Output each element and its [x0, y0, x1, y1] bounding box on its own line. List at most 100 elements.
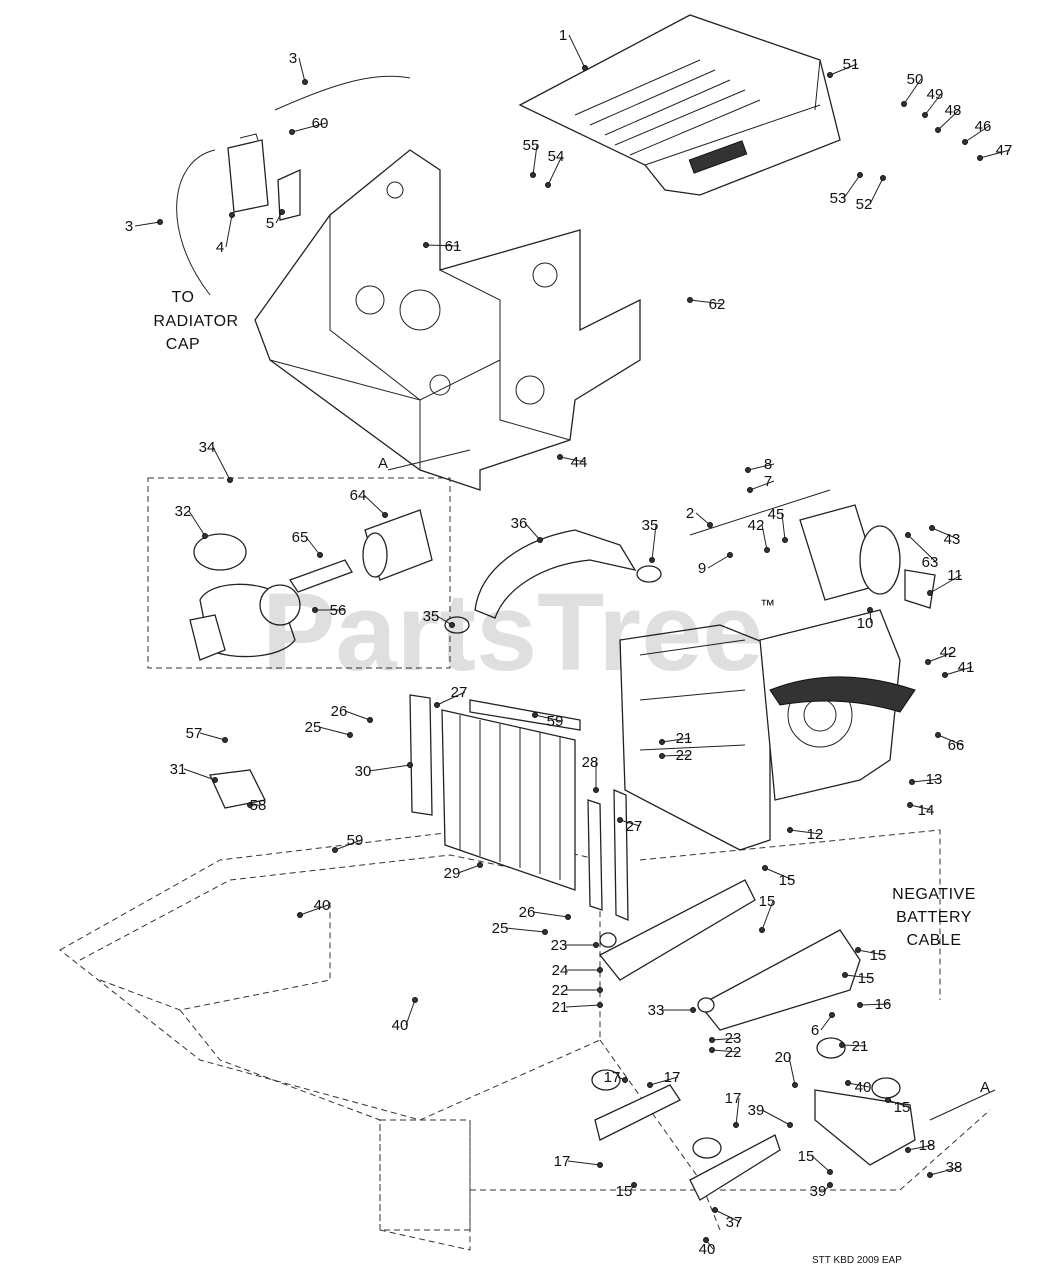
callout-target-part: [839, 1042, 845, 1048]
callout-leader: [534, 714, 562, 722]
callout-target-part: [745, 467, 751, 473]
callout-leader: [841, 1044, 867, 1047]
callout-number: 25: [492, 920, 509, 937]
callout-target-part: [367, 717, 373, 723]
callout-target-part: [962, 139, 968, 145]
callout-target-part: [690, 1007, 696, 1013]
callout-leader: [532, 144, 538, 176]
callout-target-part: [279, 209, 285, 215]
callout-leader: [134, 221, 161, 227]
callout-leader: [929, 1166, 961, 1176]
callout-leader: [781, 513, 786, 541]
callout-leader: [368, 764, 411, 772]
callout-number: 55: [523, 137, 540, 154]
callout-target-part: [659, 753, 665, 759]
callout-number: 44: [571, 454, 588, 471]
callout-number: 15: [870, 947, 887, 964]
callout-target-part: [597, 1162, 603, 1168]
callout-leader: [761, 900, 774, 931]
callout-target-part: [537, 537, 543, 543]
callout-leader: [183, 768, 216, 781]
callout-target-part: [407, 762, 413, 768]
callout-number: 34: [199, 439, 216, 456]
callout-target-part: [597, 987, 603, 993]
callout-leader: [457, 864, 481, 874]
callout-leader: [859, 1003, 890, 1006]
callout-number: 64: [350, 487, 367, 504]
callout-leader: [907, 534, 937, 563]
callout-number: 57: [186, 725, 203, 742]
callout-leader: [318, 726, 351, 736]
callout-target-part: [907, 802, 913, 808]
callout-leader: [707, 554, 731, 569]
callout-leader: [937, 109, 960, 131]
callout-leader: [929, 574, 962, 594]
callout-number: 3: [289, 50, 297, 67]
callout-number: 40: [855, 1079, 872, 1096]
callout-leader: [568, 34, 586, 69]
callout-target-part: [617, 817, 623, 823]
callout-number: 15: [894, 1099, 911, 1116]
callout-number: 22: [552, 982, 569, 999]
callout-target-part: [649, 557, 655, 563]
callout-number: 13: [926, 771, 943, 788]
callout-leader: [911, 778, 941, 783]
callout-leader: [619, 819, 641, 827]
callout-number: 15: [616, 1183, 633, 1200]
callout-target-part: [880, 175, 886, 181]
callout-target-part: [867, 607, 873, 613]
callout-target-part: [787, 1122, 793, 1128]
callout-target-part: [929, 525, 935, 531]
callout-target-part: [709, 1037, 715, 1043]
callout-target-part: [382, 512, 388, 518]
callout-number: 23: [551, 937, 568, 954]
callout-leader: [979, 149, 1011, 159]
callout-number: 56: [330, 602, 347, 619]
callout-leader: [199, 732, 226, 741]
callout-leader: [714, 1209, 741, 1223]
callout-number: 17: [604, 1069, 621, 1086]
callout-target-part: [857, 1002, 863, 1008]
callout-number: 21: [852, 1038, 869, 1055]
callout-target-part: [901, 101, 907, 107]
callout-target-part: [885, 1097, 891, 1103]
callout-number: 38: [946, 1159, 963, 1176]
callout-target-part: [922, 112, 928, 118]
callout-target-part: [759, 927, 765, 933]
callout-target-part: [202, 533, 208, 539]
callout-target-part: [927, 590, 933, 596]
callout-leader: [565, 1004, 601, 1008]
callout-leader: [689, 299, 724, 305]
callout-target-part: [565, 914, 571, 920]
callout-target-part: [289, 129, 295, 135]
callout-leader: [299, 904, 329, 916]
callout-leader: [711, 1049, 740, 1053]
callout-number: 17: [725, 1090, 742, 1107]
callout-target-part: [530, 172, 536, 178]
callout-number: 50: [907, 71, 924, 88]
callout-number: 20: [775, 1049, 792, 1066]
callout-number: 4: [216, 239, 224, 256]
callout-number: 28: [582, 754, 599, 771]
callout-number: 30: [355, 763, 372, 780]
callout-leader: [909, 804, 933, 811]
svg-text:BATTERY: BATTERY: [896, 909, 972, 926]
callout-target-part: [597, 1002, 603, 1008]
callout-leader: [927, 651, 955, 663]
callout-number: 15: [779, 872, 796, 889]
callout-leader: [788, 1056, 796, 1086]
callout-number: 16: [875, 996, 892, 1013]
callout-leader: [188, 510, 206, 537]
callout-leader: [937, 734, 963, 746]
callout-number: 29: [444, 865, 461, 882]
callout-number: 17: [664, 1069, 681, 1086]
callout-target-part: [762, 865, 768, 871]
callout-number: 41: [958, 659, 975, 676]
callout-target-part: [733, 1122, 739, 1128]
callout-leader: [761, 524, 768, 551]
callout-target-part: [935, 127, 941, 133]
callout-target-part: [545, 182, 551, 188]
callout-number: 14: [918, 802, 935, 819]
callout-number: 9: [698, 560, 706, 577]
